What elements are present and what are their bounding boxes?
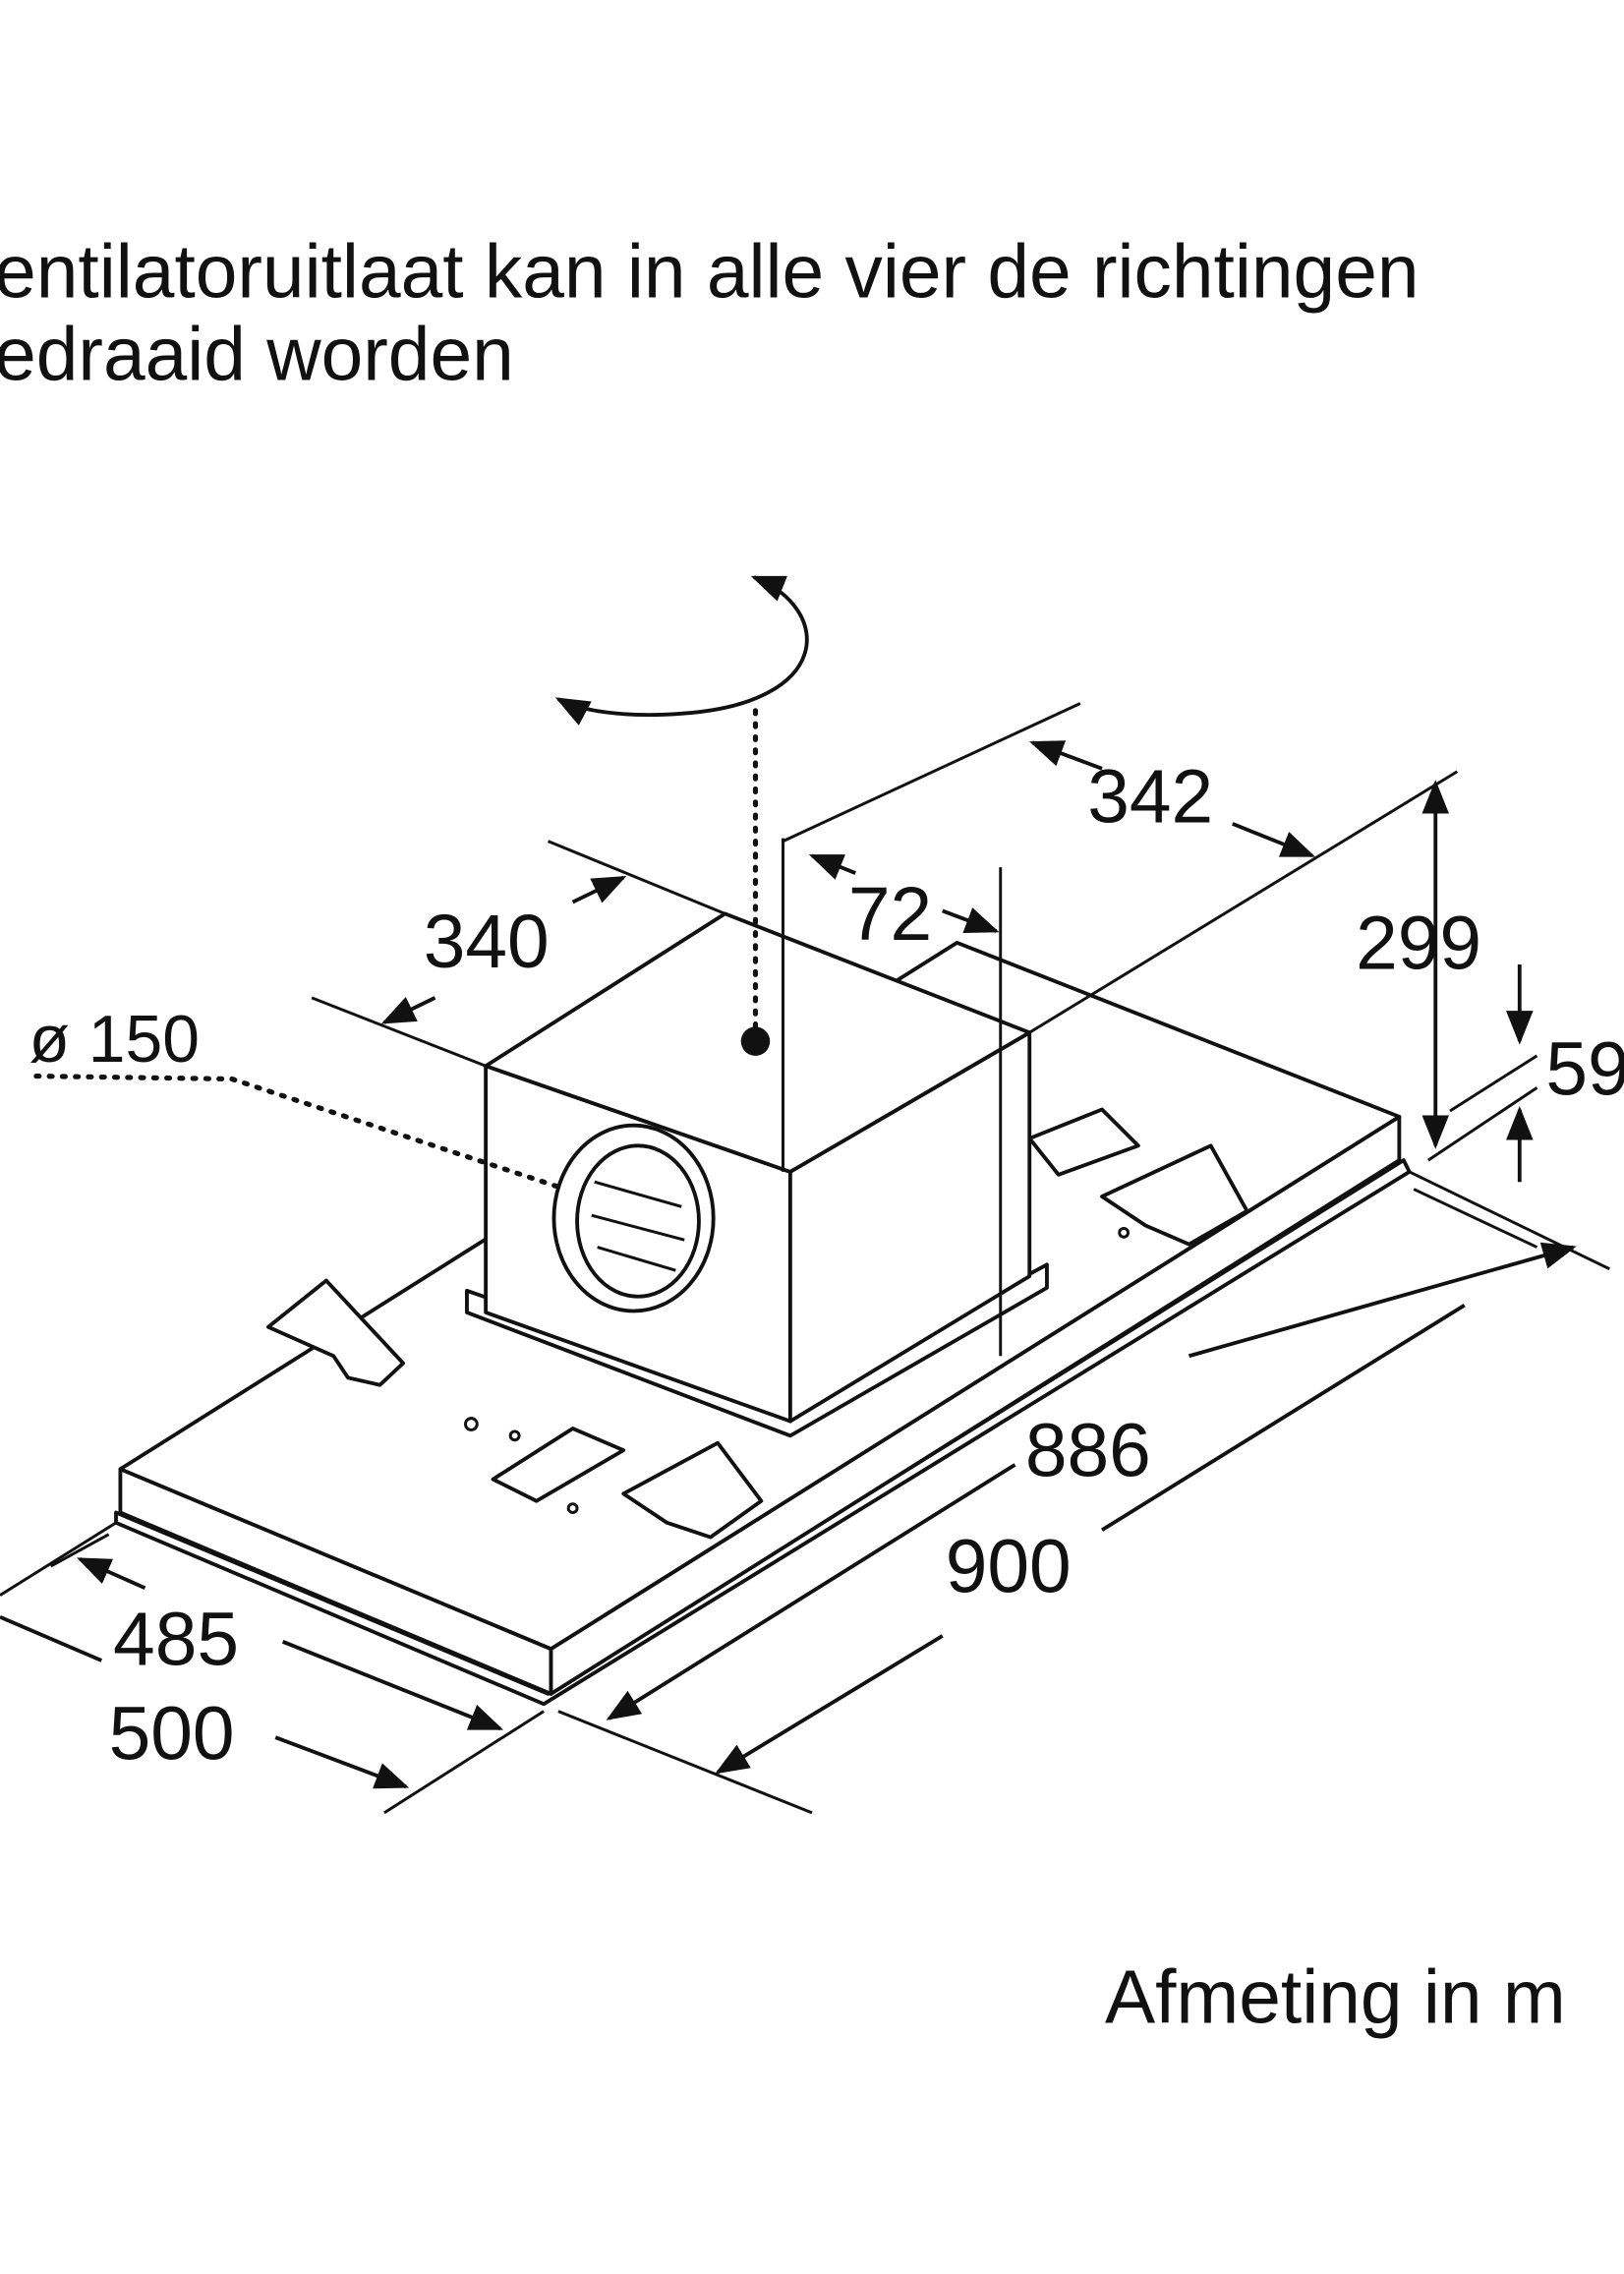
mounting-brackets [265,1107,1249,1540]
dim-500: 500 [109,1692,235,1776]
rotation-arrow-icon [554,575,809,726]
dim-diameter-150: ø 150 [29,1003,201,1077]
dim-340: 340 [424,901,550,984]
units-note: Afmeting in m [1105,1956,1566,2040]
axis-point [740,1026,771,1056]
fan-box [465,911,1049,1438]
dim-900: 900 [946,1526,1072,1609]
dim-299: 299 [1356,902,1481,985]
dim-342: 342 [1087,755,1213,839]
dim-886: 886 [1025,1410,1151,1493]
dim-485: 485 [113,1598,239,1681]
heading-line-2: edraaid worden [0,314,514,397]
heading-line-1: entilatoruitlaat kan in alle vier de ric… [0,230,1419,314]
dim-72: 72 [848,873,932,957]
dim-59: 59 [1545,1028,1624,1112]
dimension-lines [0,702,1610,1815]
